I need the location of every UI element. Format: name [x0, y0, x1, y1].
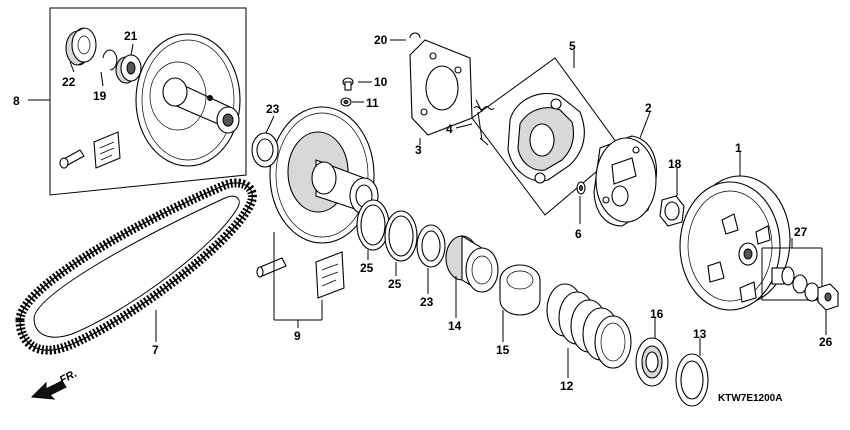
callout-27: 27: [794, 225, 808, 239]
callout-23-lower: 23: [420, 295, 434, 309]
driven-face-disc: [135, 33, 241, 167]
callout-14: 14: [448, 319, 462, 333]
clutch-shoe-assembly-5: [471, 57, 623, 216]
grease-pack-9: [315, 251, 345, 299]
drive-plate-2: [593, 135, 657, 227]
guide-15: [499, 264, 541, 316]
callout-19: 19: [93, 89, 107, 103]
grease-pack: [93, 131, 121, 169]
seal-16: [635, 337, 669, 387]
movable-drive-face-9: [269, 106, 379, 244]
callout-16: 16: [650, 307, 664, 321]
callout-25-a: 25: [360, 261, 374, 275]
circlip-19: [102, 49, 118, 71]
callout-8: 8: [13, 94, 20, 108]
callout-18: 18: [668, 157, 682, 171]
washer-13: [675, 353, 709, 407]
bolt-10: [342, 77, 354, 91]
washer-25-a: [356, 199, 390, 251]
driven-face-assembly: [49, 7, 247, 196]
drive-belt-7: [15, 178, 257, 355]
callout-11: 11: [366, 96, 379, 110]
callout-9: 9: [294, 329, 301, 343]
washer-23-upper: [251, 132, 279, 168]
needle-bearing-22: [65, 27, 97, 66]
washer-25-b: [384, 210, 418, 262]
leader-lines: [28, 39, 827, 378]
callout-21: 21: [124, 29, 138, 43]
callout-4: 4: [446, 122, 453, 136]
drawing-code: KTW7E1200A: [718, 393, 782, 404]
ball-bearing-21: [115, 54, 142, 84]
clutch-outer-1: [679, 175, 791, 311]
nut-11: [340, 97, 352, 107]
driven-spring-12: [546, 283, 632, 369]
callout-7: 7: [152, 343, 159, 357]
callout-12: 12: [560, 379, 574, 393]
callout-25-b: 25: [388, 277, 402, 291]
callout-1: 1: [735, 141, 742, 155]
slider-piece: [256, 257, 287, 278]
callout-22: 22: [62, 75, 76, 89]
callout-5: 5: [569, 39, 576, 53]
callout-13: 13: [693, 327, 707, 341]
front-direction-label: FR.: [58, 368, 79, 387]
front-direction-arrow: [30, 380, 67, 400]
washer-23-lower: [416, 224, 446, 268]
spring-4: [473, 99, 495, 146]
washer-6: [576, 181, 586, 195]
collar-14: [445, 235, 499, 293]
pin-small: [59, 149, 85, 169]
nut-18: [659, 195, 685, 227]
clip-20: [409, 32, 421, 39]
callout-3: 3: [415, 143, 422, 157]
callout-2: 2: [645, 101, 652, 115]
clutch-plate-3: [409, 39, 473, 136]
callout-20: 20: [374, 33, 388, 47]
nut-26: [817, 283, 839, 311]
callout-6: 6: [575, 227, 582, 241]
callout-15: 15: [496, 343, 510, 357]
callout-10: 10: [374, 75, 388, 89]
callout-26: 26: [819, 335, 833, 349]
callout-23-upper: 23: [266, 102, 280, 116]
assembly-8-frame: [49, 7, 247, 196]
